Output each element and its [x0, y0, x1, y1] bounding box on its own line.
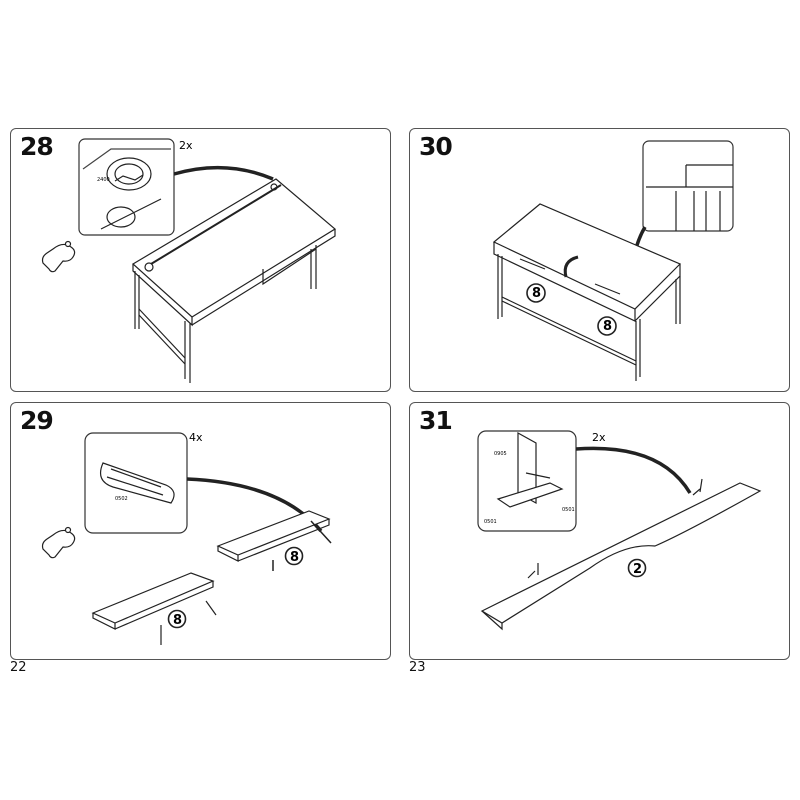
- step-29-panel: 29 0502 4x 8 8: [10, 402, 391, 660]
- part-code: 0501: [562, 507, 575, 513]
- callout-label: 8: [532, 286, 541, 301]
- callout-label: 8: [603, 319, 612, 334]
- hand-icon: [41, 240, 76, 273]
- callout-label: 8: [290, 550, 299, 565]
- page-number-left: 22: [10, 660, 27, 675]
- quantity-label: 4x: [189, 431, 203, 444]
- step-number: 28: [20, 132, 54, 161]
- step-31-panel: 31 0905 0501 0501 2x 2: [409, 402, 790, 660]
- hand-icon: [41, 526, 76, 559]
- quantity-label: 2x: [592, 431, 606, 444]
- desk-illustration: 2400 2x: [41, 138, 337, 383]
- page-number-right: 23: [409, 660, 426, 675]
- step-30-panel: 30 8 8: [409, 128, 790, 392]
- step-28-panel: 28: [10, 128, 391, 392]
- rail-illustration: 0905 0501 0501 2x 2: [477, 430, 762, 631]
- step-number: 30: [419, 132, 453, 161]
- step-number: 29: [20, 406, 54, 435]
- desk-illustration: 8 8: [492, 140, 734, 381]
- part-code: 0905: [494, 451, 507, 457]
- part-code: 0502: [115, 496, 128, 502]
- callout-label: 2: [633, 562, 642, 577]
- callout-label: 8: [173, 613, 182, 628]
- part-code: 0501: [484, 519, 497, 525]
- quantity-label: 2x: [179, 139, 193, 152]
- part-code: 2400: [97, 177, 110, 183]
- panel-illustration: 0502 4x 8 8: [41, 431, 332, 645]
- step-number: 31: [419, 406, 453, 435]
